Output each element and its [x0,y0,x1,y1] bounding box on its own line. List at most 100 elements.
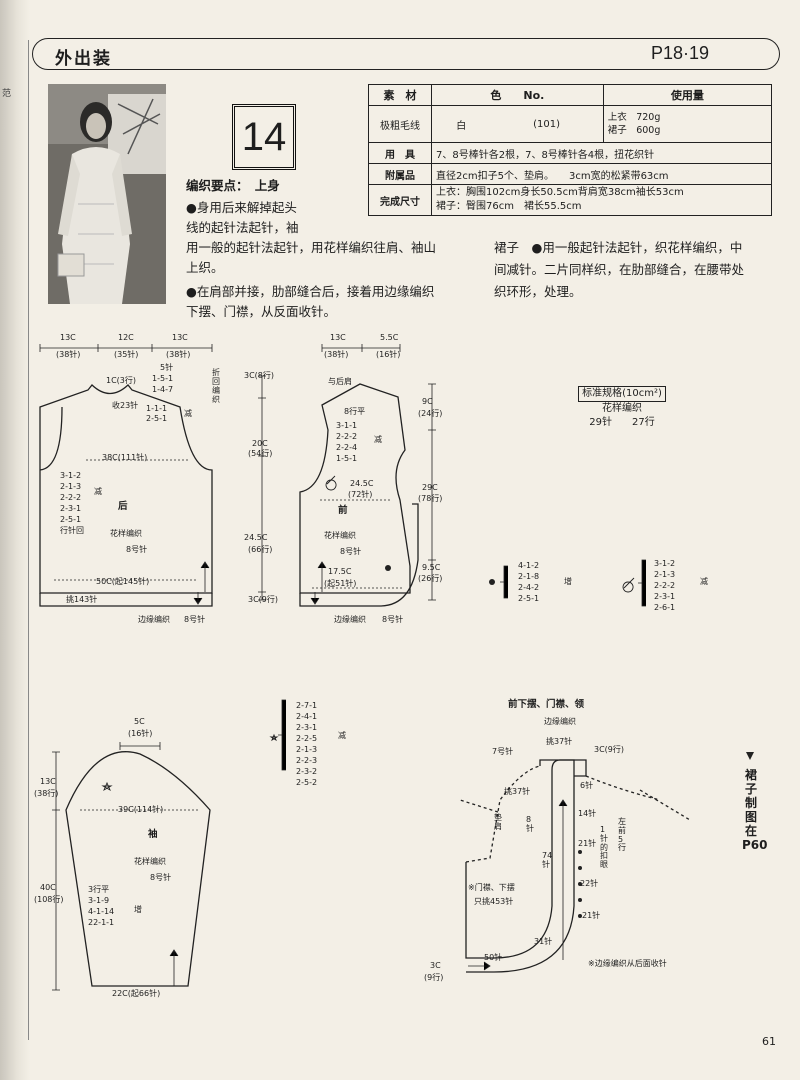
star-key-label: 减 [338,731,346,740]
skirt-line-3: 织环形，处理。 [494,284,582,299]
slash-r1: 3-1-2 [654,559,676,568]
front-neck-r3: 2-2-4 [336,443,358,452]
amount-skirt: 裙子 600g [607,125,661,136]
edge-label: 边缘编织 [544,717,576,726]
back-h-54: (54行) [248,449,273,458]
gauge-box: 标准规格(10cm²) 花样编织 29针 27行 [566,386,678,430]
star-r7: 2-3-2 [296,767,318,776]
sleeve-width-22: 22C(起66针) [112,989,161,998]
front-h-78: (78行) [418,494,443,503]
front-neck-r2: 2-2-2 [336,432,358,441]
edge-bottom-3c: 3C [430,961,441,970]
front-w-245: 24.5C [350,479,374,488]
instr-line-4: 上织。 [186,260,224,275]
sleeve-top-5: 5C [134,717,145,726]
sleeve-inc: 增 [134,905,142,914]
instr-line-3: 用一般的起针法起针，用花样编织往肩、袖山 [186,240,437,255]
page-header: 外出装 P18·19 [32,38,780,70]
dot-r1: 4-1-2 [518,561,540,570]
sleeve-top-16: (16针) [128,729,153,738]
front-edge: 边缘编织 [334,615,366,624]
slash-r5: 2-6-1 [654,603,676,612]
dot-r3: 2-4-2 [518,583,540,592]
front-neck-r1: 3-1-1 [336,421,358,430]
front-top-55: 5.5C [380,333,399,342]
back-top-38: (38针) [56,350,81,359]
slash-key-rows: 3-1-2 2-1-3 2-2-2 2-3-1 2-6-1 [654,558,675,613]
back-arm-r3: 2-2-2 [60,493,82,502]
star-r6: 2-2-3 [296,756,318,765]
back-width-50: 50C(起145针) [96,577,150,586]
back-label: 后 [118,501,128,512]
sleeve-label: 袖 [148,829,158,840]
dot-key-rows: 4-1-2 2-1-8 2-4-2 2-5-1 [518,560,539,604]
back-piece-outline [39,384,213,594]
back-armhole-rows: 3-1-2 2-1-3 2-2-2 2-3-1 2-5-1 行针回 [60,470,84,536]
gauge-stitches: 29针 27行 [589,417,655,428]
dot-key-label: 增 [564,577,572,586]
star-r5: 2-1-3 [296,745,318,754]
binding-line [28,40,29,1040]
gauge-title: 标准规格(10cm²) [578,386,666,402]
edge-s14: 14针 [578,809,597,818]
sleeve-r2: 4-1-14 [88,907,115,916]
slash-r3: 2-2-2 [654,581,676,590]
sleeve-pattern: 花样编织 [134,857,166,866]
front-w-72: (72针) [348,490,373,499]
back-top-13: 13C [60,333,76,342]
sleeve-rows: 3行平 3-1-9 4-1-14 22-1-1 [88,884,114,928]
front-needle: 8号针 [340,547,362,556]
front-top-13: 13C [330,333,346,342]
front-h-95: 9.5C [422,563,441,572]
back-shoulder-dec: 减 [184,409,192,418]
materials-table: 素 材 色 No. 使用量 极粗毛线 白 (101) 上衣 720g 裙子 60… [368,84,773,216]
star-r4: 2-2-5 [296,734,318,743]
star-key-rows: 2-7-1 2-4-1 2-3-1 2-2-5 2-1-3 2-2-3 2-3-… [296,700,317,788]
star-r2: 2-4-1 [296,712,318,721]
front-neck-rows: 3-1-1 2-2-2 2-2-4 1-5-1 [336,420,357,464]
back-arm-r4: 2-3-1 [60,504,82,513]
back-h-3c9: 3C(9行) [248,595,279,604]
yarn-amount: 上衣 720g 裙子 600g [602,105,773,143]
sleeve-width-39: 39C(114针) [118,805,164,814]
back-edge-band [39,593,213,607]
front-h-24: (24行) [418,409,443,418]
sleeve-h-38: (38行) [34,789,59,798]
back-h-3c: 3C(8行) [244,371,275,380]
sleeve-h-13: 13C [40,777,56,786]
back-pick-143: 挑143针 [66,595,98,604]
instr-line-1: ●身用后来解掉起头 [186,200,297,215]
front-h-29: 29C [422,483,438,492]
back-top-12: 12C [118,333,134,342]
instructions-heading: 编织要点： 上身 [186,178,280,193]
edge-pick-37: 挑37针 [546,737,573,746]
front-top-16: (16针) [376,350,401,359]
skirt-line-2: 间减针。二片同样织，在肋部缝合，在腰带处 [494,262,745,277]
edge-s21a: 21针 [578,839,597,848]
page-binding [0,0,30,1080]
side-char: 范 [2,89,12,99]
edge-s74: 74针 [542,851,553,869]
sleeve-r3: 3行平 [88,885,110,894]
edge-pick-37b: 挑37针 [504,787,531,796]
back-arm-r2: 2-1-3 [60,482,82,491]
front-band-outline [465,759,575,973]
front-neck-r4: 1-5-1 [336,454,358,463]
back-h-20: 20C [252,439,268,448]
back-pattern: 花样编织 [110,529,142,538]
size-top: 上衣：胸围102cm身长50.5cm背肩宽38cm袖长53cm [436,187,684,198]
page-reference: P18·19 [650,43,709,63]
dot-r2: 2-1-8 [518,572,540,581]
pattern-number: 14 [232,104,296,170]
star-r3: 2-3-1 [296,723,318,732]
size-skirt: 裙子：臀围76cm 裙长55.5cm [436,201,582,212]
star-r8: 2-5-2 [296,778,318,787]
section-title: 外出装 [55,49,112,69]
edge-bottom-9: (9行) [424,973,444,982]
back-arm-back: 行针回 [60,526,84,535]
col-material: 素 材 [368,84,432,106]
front-neck-dec: 减 [374,435,382,444]
front-h-9: 9C [422,397,433,406]
back-shoulder-r1: 1-1-1 [146,404,168,413]
